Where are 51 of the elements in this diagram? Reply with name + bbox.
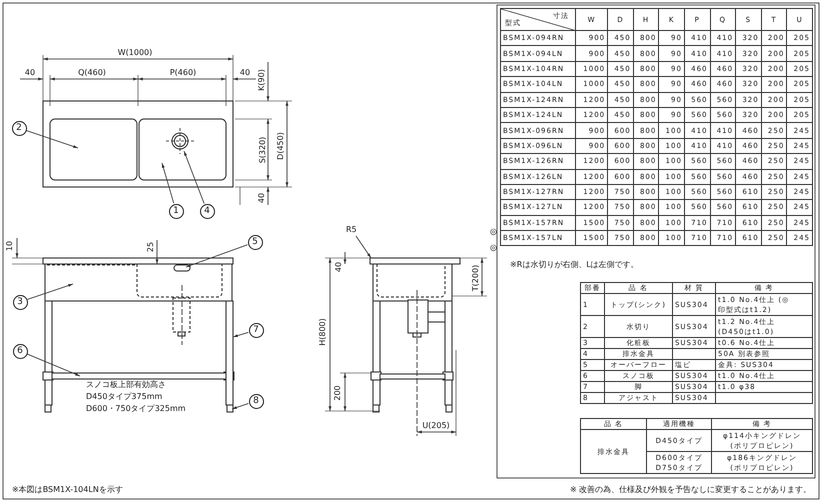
callout-number: 3 [12, 294, 28, 310]
leader-line [26, 130, 78, 148]
note-text: D450タイプ375mm [86, 393, 162, 401]
callout-number: 2 [12, 120, 26, 136]
dimension-label: 40 [335, 262, 343, 272]
dimension-label: 200 [334, 385, 342, 401]
dimension-label: W(1000) [118, 49, 152, 57]
dimension-label: S(320) [259, 136, 267, 164]
radius-label: R5 [346, 226, 357, 234]
callout-number: 5 [248, 234, 262, 250]
adjuster-foot [226, 404, 234, 412]
callout-number: 4 [200, 204, 214, 218]
footnote: ※Rは水切りが右側、Lは左側です。 [510, 261, 639, 269]
overflow-outlet [174, 264, 190, 272]
dimension-label: K(90) [258, 69, 266, 91]
footnote: ※本図はBSM1X-104LNを示す [12, 486, 123, 494]
note-mark: ◎ [490, 244, 497, 252]
front-panel [44, 264, 232, 302]
note-text: スノコ板上部有効高さ [86, 381, 166, 389]
dimension-label: 10 [6, 240, 14, 252]
callout-number: 1 [168, 204, 184, 218]
leader-line [356, 236, 372, 258]
note-text: D600・750タイプ325mm [86, 405, 186, 413]
dimension-label: 25 [147, 242, 155, 252]
note-mark: ◎ [490, 228, 497, 236]
callout-number: 7 [248, 322, 264, 338]
footnote: ※ 改善の為、仕様及び外観を予告なしに変更することがあります。 [570, 486, 812, 494]
drainboard-outline [50, 118, 138, 180]
dimension-label: Q(460) [78, 69, 106, 77]
drain-hole [172, 132, 188, 150]
leader-line [186, 244, 248, 268]
leg [226, 300, 234, 406]
dimension-label: 40 [24, 69, 36, 77]
callout-number: 6 [12, 344, 28, 358]
leader-line [26, 354, 80, 376]
dimension-label: D(450) [277, 132, 285, 160]
sink-bowl-outline [138, 118, 226, 180]
leader-line [27, 284, 74, 300]
dimension-label: U(205) [422, 422, 450, 430]
leader-line [232, 332, 249, 338]
dimension-label: 40 [258, 192, 266, 204]
leader-line [232, 403, 249, 410]
dimension-label: P(460) [170, 69, 196, 77]
leader-line [162, 162, 174, 204]
top-plate [370, 258, 460, 264]
dimension-label: 40 [240, 69, 250, 77]
dimension-label: T(200) [472, 264, 480, 292]
dimension-label: H(800) [319, 318, 327, 346]
leader-line [184, 150, 205, 204]
callout-number: 8 [248, 394, 264, 408]
undershelf [52, 372, 226, 380]
